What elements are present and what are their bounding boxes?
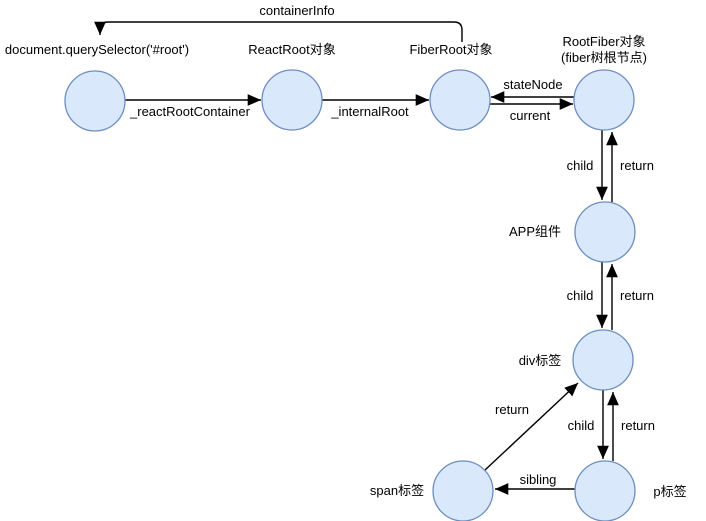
- node-react-root: [261, 69, 323, 131]
- edge-label-div-p-return: return: [621, 418, 655, 433]
- node-root-dom: [64, 70, 126, 132]
- node-p: [574, 460, 636, 521]
- edge-label-span-div-return: return: [495, 402, 529, 417]
- node-label-app: APP组件: [509, 224, 561, 239]
- edge-label-reactrootcontainer: _reactRootContainer: [129, 104, 251, 119]
- edge-label-app-div-return: return: [620, 288, 654, 303]
- node-span: [432, 460, 494, 521]
- edge-label-rootfiber-app-child: child: [567, 158, 594, 173]
- node-label-p: p标签: [653, 484, 686, 499]
- node-label-root-dom: document.querySelector('#root'): [5, 42, 189, 57]
- node-label-div: div标签: [519, 353, 562, 368]
- edge-label-statenode: stateNode: [503, 77, 562, 92]
- node-root-fiber: [573, 69, 635, 131]
- edge-label-containerinfo: containerInfo: [259, 3, 334, 18]
- edge-span-div-return: [484, 382, 579, 471]
- node-sublabel-root-fiber: (fiber树根节点): [561, 50, 647, 65]
- edge-label-current: current: [510, 108, 551, 123]
- node-label-react-root: ReactRoot对象: [248, 42, 335, 57]
- edge-label-rootfiber-app-return: return: [620, 158, 654, 173]
- edge-label-sibling: sibling: [520, 472, 557, 487]
- node-app: [574, 201, 636, 263]
- edge-containerinfo: [94, 21, 463, 42]
- node-label-fiber-root: FiberRoot对象: [409, 42, 492, 57]
- node-label-span: span标签: [370, 483, 424, 498]
- edge-label-div-p-child: child: [568, 418, 595, 433]
- node-label-root-fiber: RootFiber对象: [562, 34, 645, 49]
- edge-label-internalroot: _internalRoot: [330, 104, 409, 119]
- node-fiber-root: [429, 69, 491, 131]
- node-div: [572, 329, 634, 391]
- edge-label-app-div-child: child: [567, 288, 594, 303]
